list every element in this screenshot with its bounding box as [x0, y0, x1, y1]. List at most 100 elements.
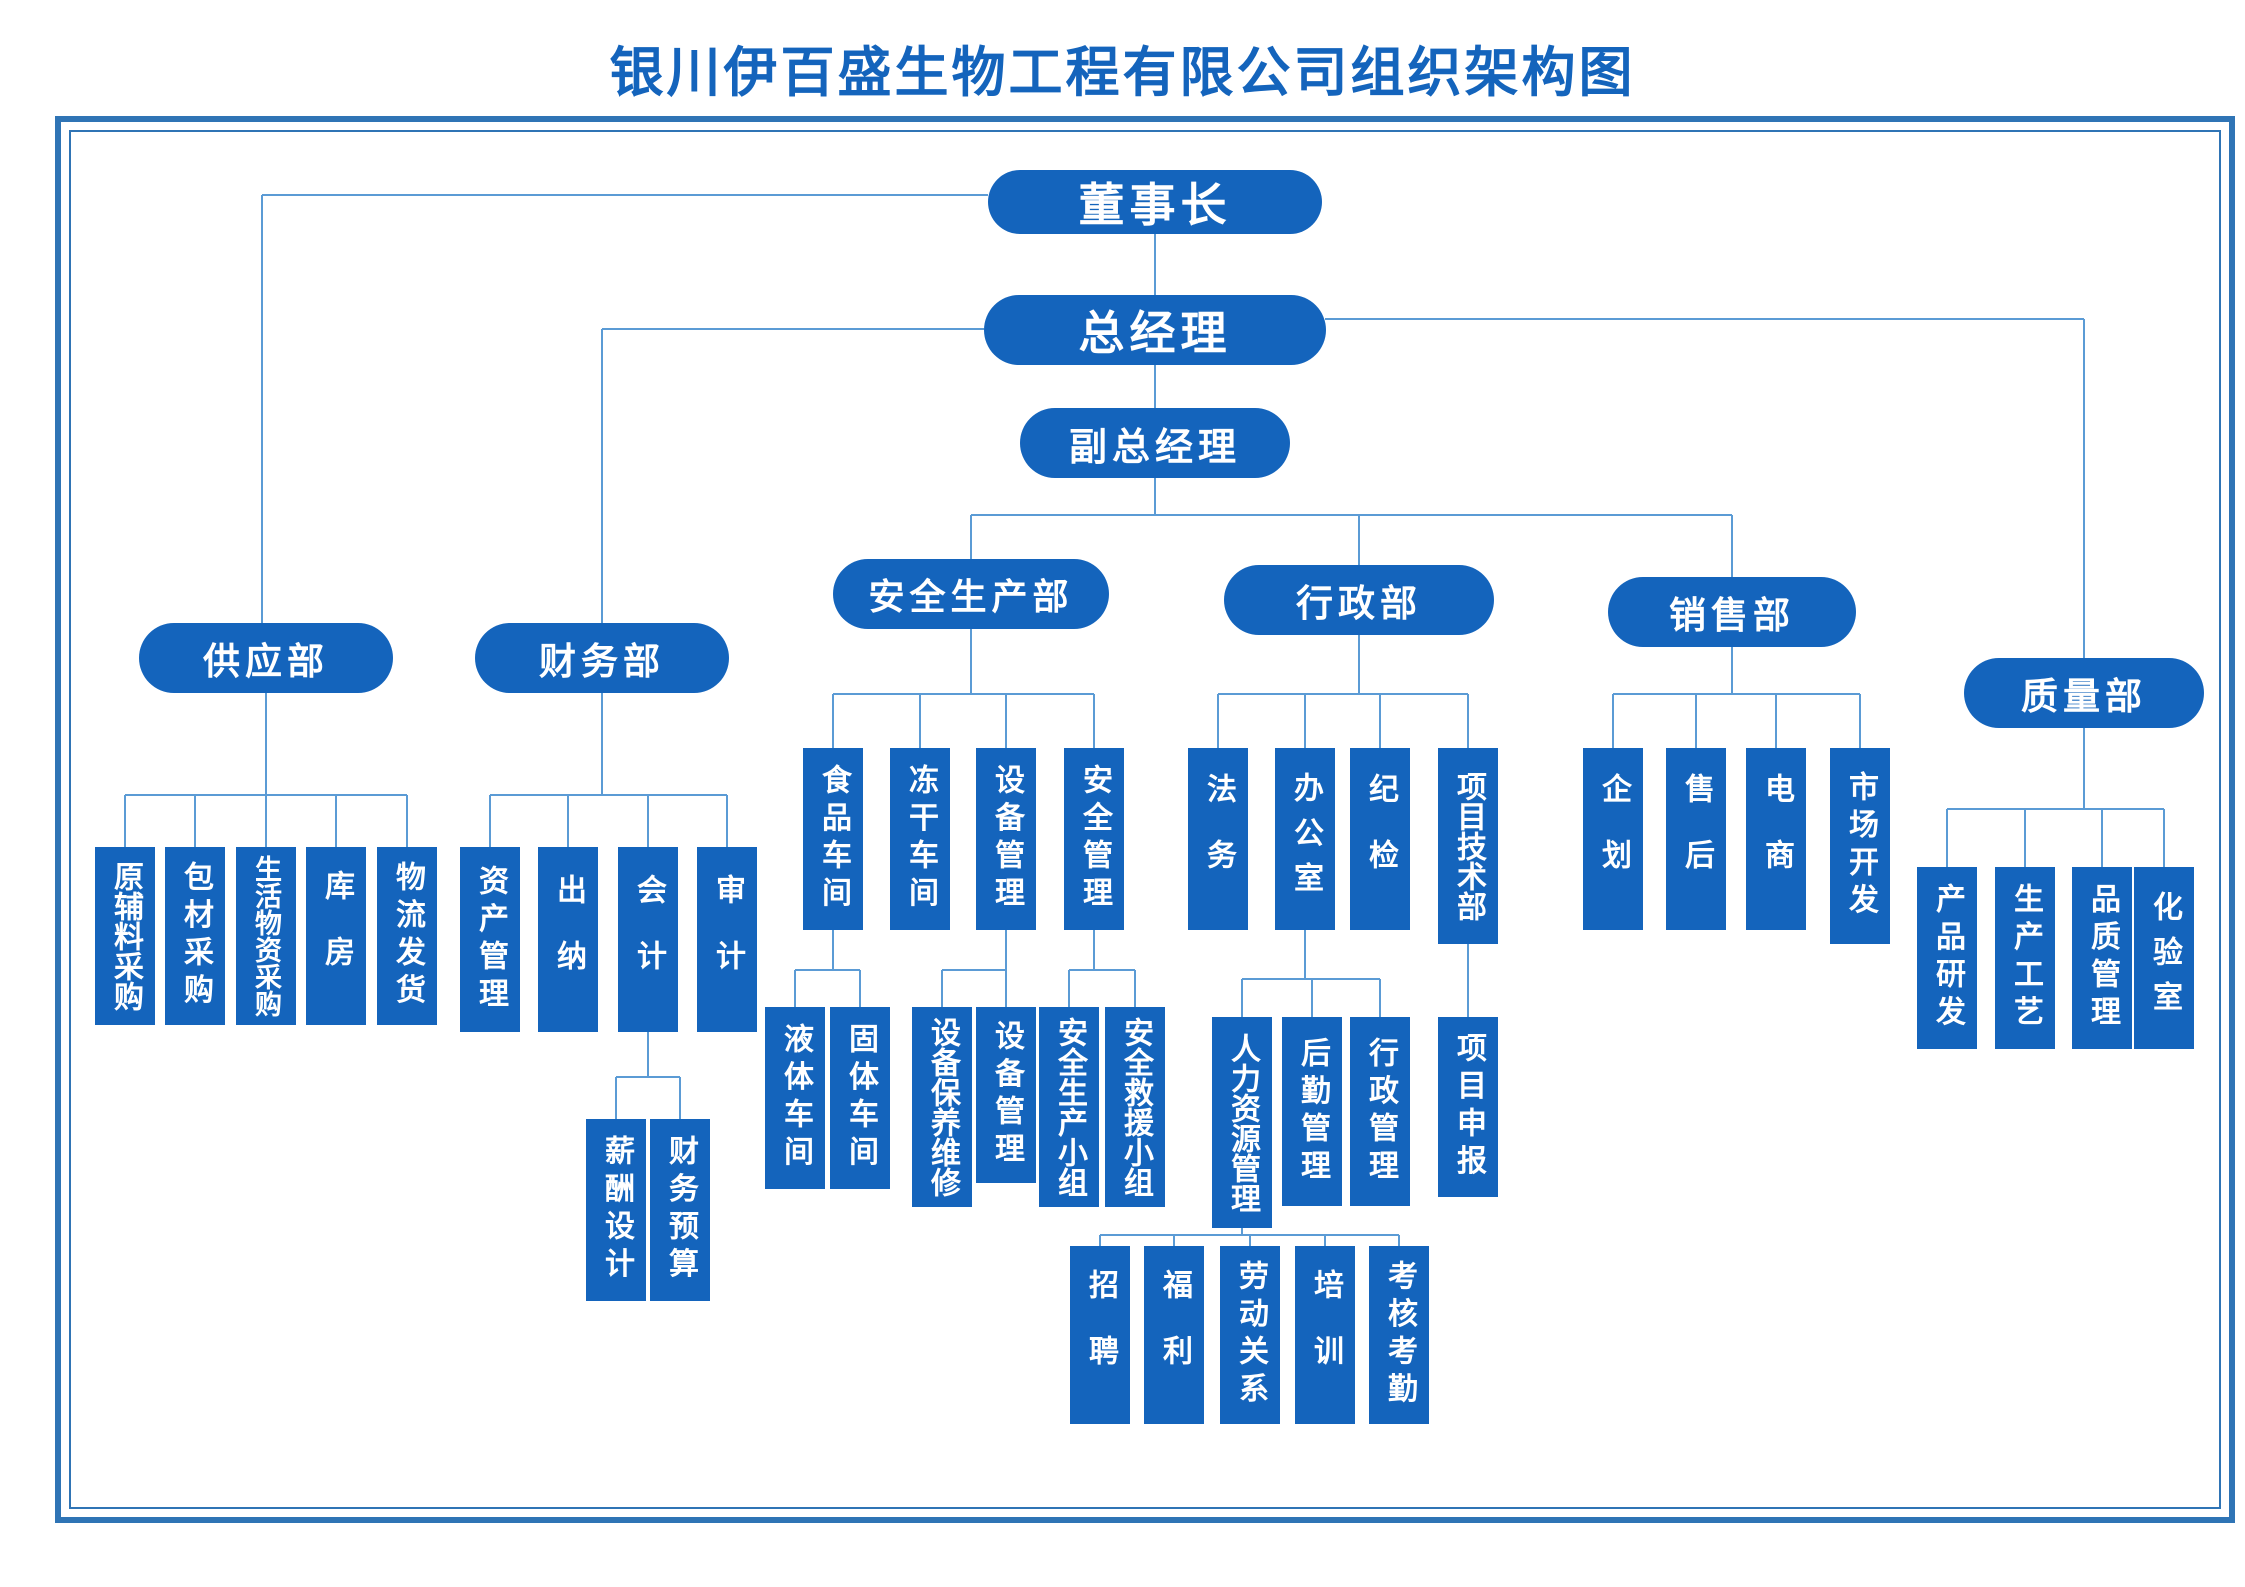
node-e-commerce: 电商	[1746, 748, 1806, 930]
connector-line	[647, 795, 649, 847]
connector-line	[1173, 1235, 1175, 1246]
node-equipment-maintenance: 设备保养维修	[912, 1007, 972, 1207]
connector-line	[265, 693, 267, 796]
node-legal: 法务	[1188, 748, 1248, 930]
connector-line	[859, 970, 861, 1007]
connector-line	[615, 1077, 617, 1119]
connector-line	[1068, 970, 1070, 1007]
node-equipment-management-sub: 设备管理	[976, 1007, 1036, 1183]
connector-line	[1005, 970, 1007, 1007]
connector-line	[1241, 979, 1243, 1017]
node-sales-dept: 销售部	[1608, 577, 1856, 647]
connector-line	[1324, 1235, 1326, 1246]
node-solid-workshop: 固体车间	[830, 1007, 890, 1189]
node-office: 办公室	[1275, 748, 1335, 930]
node-freeze-dry-workshop: 冻干车间	[890, 748, 950, 930]
connector-line	[1325, 318, 2084, 320]
connector-line	[1154, 478, 1156, 516]
connector-line	[567, 795, 569, 847]
connector-line	[1069, 969, 1135, 971]
node-asset-management: 资产管理	[460, 847, 520, 1032]
connector-line	[1859, 694, 1861, 748]
connector-line	[1217, 694, 1219, 748]
connector-line	[1613, 693, 1860, 695]
node-safety-production-team: 安全生产小组	[1039, 1007, 1099, 1207]
connector-line	[1358, 635, 1360, 695]
connector-line	[616, 1076, 680, 1078]
connector-line	[1379, 694, 1381, 748]
connector-line	[1005, 930, 1007, 971]
node-training: 培训	[1295, 1246, 1355, 1424]
node-chairman: 董事长	[988, 170, 1322, 234]
connector-line	[2163, 809, 2165, 867]
connector-line	[2024, 809, 2026, 867]
node-project-application: 项目申报	[1438, 1017, 1498, 1197]
node-production-process: 生产工艺	[1995, 867, 2055, 1049]
node-deputy-general-manager: 副总经理	[1020, 408, 1290, 478]
connector-line	[1241, 1228, 1243, 1236]
node-planning: 企划	[1583, 748, 1643, 930]
node-project-tech-dept: 项目技术部	[1438, 748, 1498, 944]
connector-line	[601, 693, 603, 796]
connector-line	[2101, 809, 2103, 867]
node-auditor: 审计	[697, 847, 757, 1032]
chart-border-frame-inner	[69, 130, 2221, 1509]
node-general-manager: 总经理	[984, 295, 1326, 365]
connector-line	[261, 195, 263, 623]
node-hr-management: 人力资源管理	[1212, 1017, 1272, 1228]
connector-line	[970, 629, 972, 695]
connector-line	[1731, 515, 1733, 577]
connector-line	[2083, 728, 2085, 810]
node-after-sales: 售后	[1666, 748, 1726, 930]
connector-line	[970, 515, 972, 559]
node-living-supplies-purchase: 生活物资采购	[236, 847, 296, 1025]
node-logistics-management: 后勤管理	[1282, 1017, 1342, 1206]
connector-line	[1005, 694, 1007, 748]
node-safety-rescue-team: 安全救援小组	[1105, 1007, 1165, 1207]
connector-line	[1311, 979, 1313, 1017]
connector-line	[1134, 970, 1136, 1007]
connector-line	[1775, 694, 1777, 748]
connector-line	[1467, 694, 1469, 748]
connector-line	[941, 970, 943, 1007]
connector-line	[335, 795, 337, 847]
node-salary-design: 薪酬设计	[586, 1119, 646, 1301]
node-admin-dept: 行政部	[1224, 565, 1494, 635]
node-packaging-purchase: 包材采购	[165, 847, 225, 1025]
connector-line	[1946, 809, 1948, 867]
node-finance-dept: 财务部	[475, 623, 729, 693]
connector-line	[1358, 515, 1360, 565]
connector-line	[679, 1077, 681, 1119]
connector-line	[1379, 979, 1381, 1017]
connector-line	[1467, 944, 1469, 1017]
connector-line	[1947, 808, 2164, 810]
node-quality-dept: 质量部	[1964, 658, 2204, 728]
connector-line	[1154, 234, 1156, 295]
connector-line	[1249, 1235, 1251, 1246]
node-market-development: 市场开发	[1830, 748, 1890, 944]
connector-line	[265, 795, 267, 847]
node-product-rd: 产品研发	[1917, 867, 1977, 1049]
connector-line	[1093, 694, 1095, 748]
node-cashier: 出纳	[538, 847, 598, 1032]
node-liquid-workshop: 液体车间	[765, 1007, 825, 1189]
connector-line	[489, 795, 491, 847]
node-financial-budget: 财务预算	[650, 1119, 710, 1301]
connector-line	[1304, 930, 1306, 980]
connector-line	[971, 514, 1732, 516]
connector-line	[1099, 1235, 1101, 1246]
connector-line	[919, 694, 921, 748]
node-discipline-inspection: 纪检	[1350, 748, 1410, 930]
node-recruitment: 招聘	[1070, 1246, 1130, 1424]
node-logistics-shipping: 物流发货	[377, 847, 437, 1025]
node-assessment-attendance: 考核考勤	[1369, 1246, 1429, 1424]
node-labor-relations: 劳动关系	[1220, 1246, 1280, 1424]
connector-line	[1612, 694, 1614, 748]
connector-line	[124, 795, 126, 847]
connector-line	[194, 795, 196, 847]
connector-line	[1398, 1235, 1400, 1246]
connector-line	[2083, 319, 2085, 658]
node-administrative-management: 行政管理	[1350, 1017, 1410, 1206]
node-safety-production-dept: 安全生产部	[833, 559, 1109, 629]
